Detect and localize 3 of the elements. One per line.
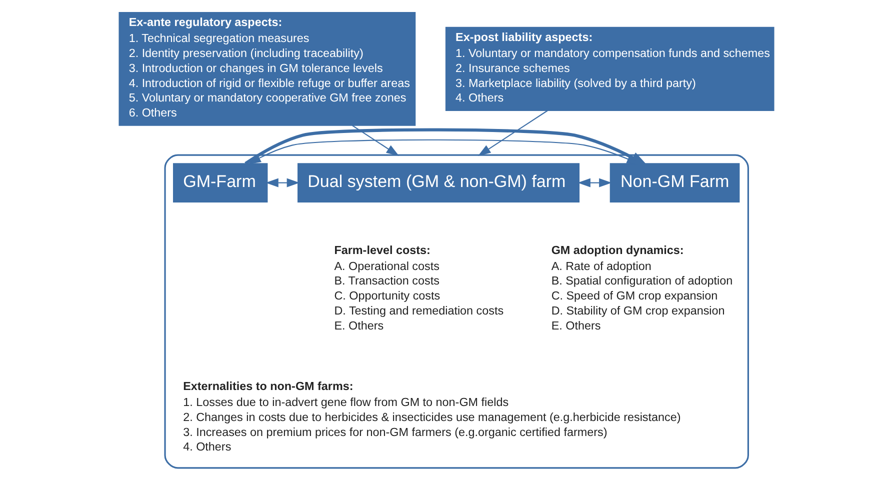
node-text: GM adoption dynamics: A. Rate of adoption B. Spatial configuration of adoption C. Speed of GM crop expansion D. Stability of GM crop expansion E. Others <box>551 244 733 332</box>
node-text: Farm-level costs: A. Operational costs B. Transaction costs C. Opportunity costs D. Testing and remediation costs E. Others <box>334 244 504 332</box>
node-text: Externalities to non-GM farms: 1. Losses due to in-advert gene flow from GM to non-GM fields 2. Changes in costs due to herbicides & insecticides use management (e.g.herbicide resistance) 3. Increases on premium prices for non-GM farmers (e.g.organic certified farmers) 4. Others <box>183 380 681 454</box>
